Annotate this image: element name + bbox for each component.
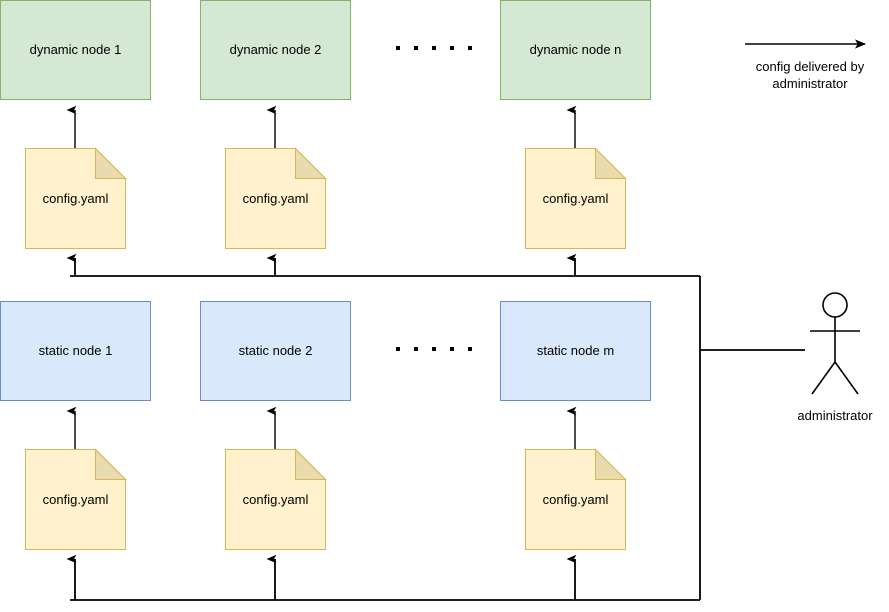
static-row-ellipsis [396,347,472,351]
config-note-static-2[interactable]: config.yaml [225,448,327,550]
config-note-static-m[interactable]: config.yaml [525,448,627,550]
note-fold-icon [95,147,127,179]
edge-config-to-static-node [66,406,577,449]
stick-figure-icon [810,292,860,395]
dynamic-node-1[interactable]: dynamic node 1 [0,0,151,100]
note-fold-icon [595,147,627,179]
dynamic-node-n[interactable]: dynamic node n [500,0,651,100]
edge-upper-config-bus [66,253,700,277]
dynamic-node-1-label: dynamic node 1 [29,42,122,58]
ellipsis-dot [396,46,400,50]
note-fold-icon [295,448,327,480]
ellipsis-dot [432,347,436,351]
dynamic-node-2[interactable]: dynamic node 2 [200,0,351,100]
legend-caption-line-2: administrator [772,76,848,92]
legend-caption: config delivered by administrator [745,58,875,92]
ellipsis-dot [414,347,418,351]
config-note-dynamic-2[interactable]: config.yaml [225,147,327,249]
administrator-actor[interactable]: administrator [790,290,880,430]
static-node-2-label: static node 2 [238,343,313,359]
static-node-m[interactable]: static node m [500,301,651,401]
ellipsis-dot [450,347,454,351]
static-node-2[interactable]: static node 2 [200,301,351,401]
edge-config-to-dynamic-node [66,105,577,148]
ellipsis-dot [468,347,472,351]
ellipsis-dot [414,46,418,50]
legend-caption-line-1: config delivered by [755,59,865,74]
config-note-dynamic-n[interactable]: config.yaml [525,147,627,249]
note-fold-icon [95,448,127,480]
note-fold-icon [595,448,627,480]
static-node-1-label: static node 1 [38,343,113,359]
config-note-dynamic-1[interactable]: config.yaml [25,147,127,249]
config-note-static-1[interactable]: config.yaml [25,448,127,550]
dynamic-node-2-label: dynamic node 2 [229,42,322,58]
legend: config delivered by administrator [745,36,875,96]
ellipsis-dot [396,347,400,351]
edge-lower-config-bus [66,554,700,601]
administrator-label: administrator [797,408,873,423]
note-fold-icon [295,147,327,179]
dynamic-node-n-label: dynamic node n [529,42,622,58]
ellipsis-dot [450,46,454,50]
ellipsis-dot [468,46,472,50]
dynamic-row-ellipsis [396,46,472,50]
static-node-m-label: static node m [536,343,615,359]
ellipsis-dot [432,46,436,50]
right-arrow-icon [745,39,866,49]
static-node-1[interactable]: static node 1 [0,301,151,401]
